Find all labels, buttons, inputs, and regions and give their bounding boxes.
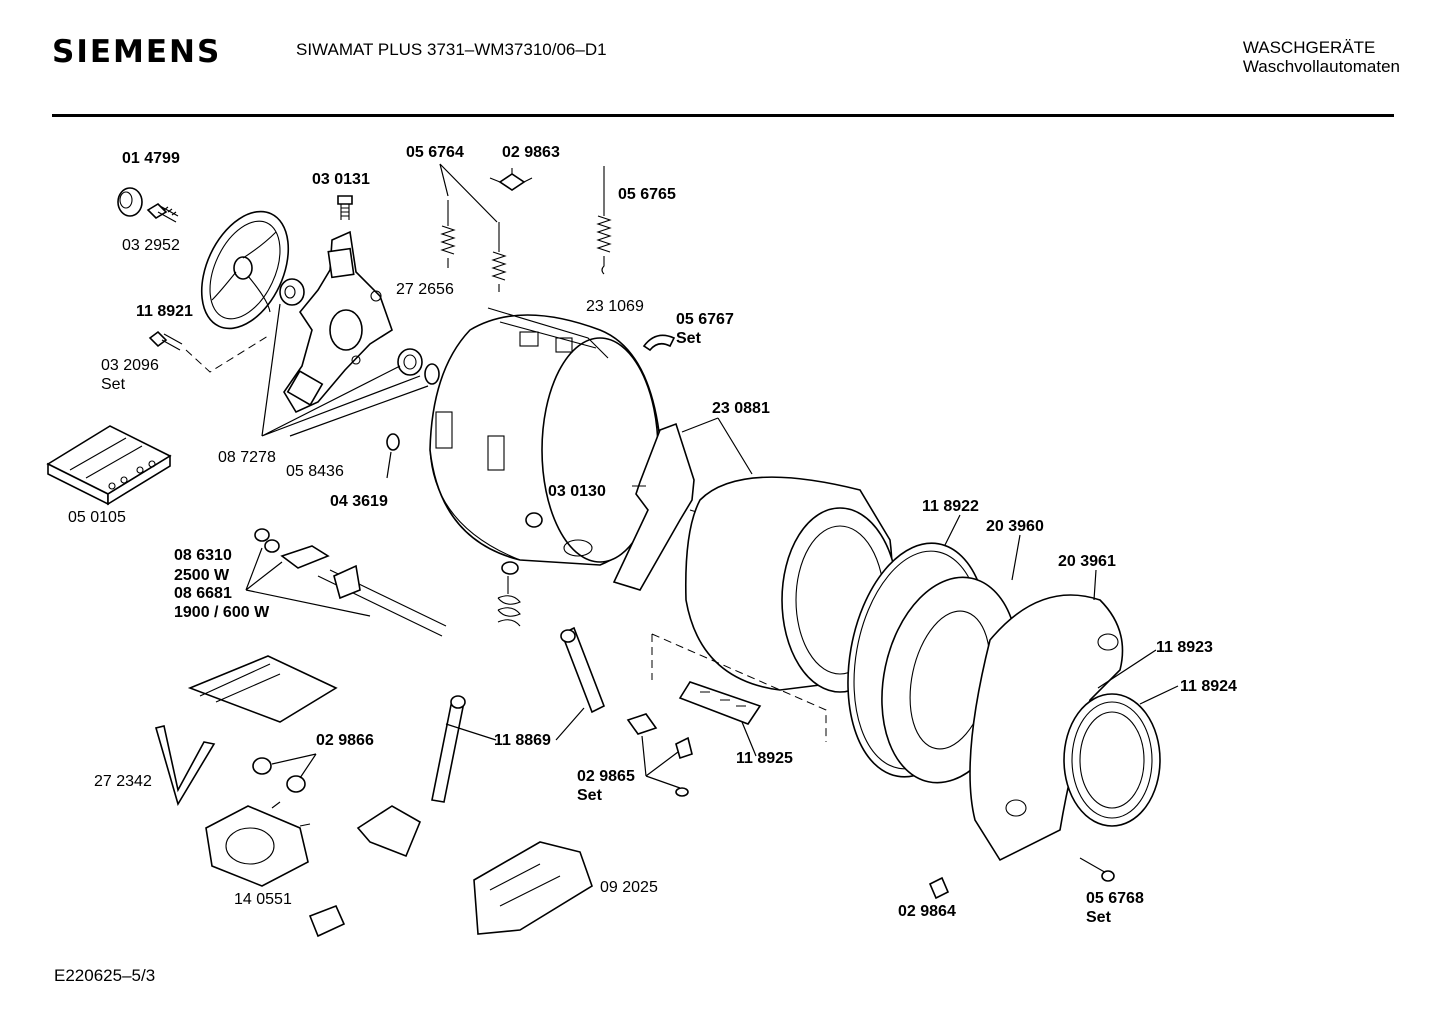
label-092025: 09 2025: [600, 879, 658, 896]
label-272342: 27 2342: [94, 773, 152, 790]
clip-029863: [489, 168, 533, 191]
label-118922: 11 8922: [922, 498, 979, 515]
leader-230881: [681, 417, 753, 475]
leader-029865: [641, 735, 681, 789]
label-029866: 02 9866: [316, 732, 374, 749]
label-203961: 20 3961: [1058, 553, 1116, 570]
assembly-line-pulley: [185, 335, 269, 373]
tub-rear: [429, 307, 661, 566]
ring-043619: [386, 433, 400, 451]
leader-lines-right: [944, 514, 1179, 705]
label-203960: 20 3960: [986, 518, 1044, 535]
category-line-1: WASCHGERÄTE: [1242, 38, 1376, 57]
label-056764: 05 6764: [406, 144, 464, 161]
bolt-030131: [337, 195, 353, 220]
bracket-motor: [356, 805, 422, 858]
category-block: WASCHGERÄTE Waschvollautomaten: [1243, 38, 1400, 76]
label-050105: 05 0105: [68, 509, 126, 526]
bolt-032952: [146, 202, 179, 223]
spring-056764-a: [440, 200, 456, 268]
shock-absorber-b: [431, 695, 466, 803]
motor: [205, 801, 311, 887]
door-seal-118924: [1063, 693, 1161, 827]
label-1900w: 1900 / 600 W: [174, 604, 270, 621]
assembly-box-118925: [651, 633, 827, 742]
spring-056765: [596, 166, 612, 275]
seal-058436: [424, 363, 440, 385]
leader-lines-left: [261, 303, 429, 479]
label-087278: 08 7278: [218, 449, 276, 466]
drive-belt: [155, 725, 216, 806]
spring-056764-b: [491, 222, 507, 292]
label-030131: 03 0131: [312, 171, 370, 188]
label-140551: 14 0551: [234, 891, 292, 908]
control-board: [46, 425, 172, 506]
bearing-cross: [283, 230, 393, 414]
valve-029865: [626, 713, 693, 797]
label-118869: 11 8869: [494, 732, 551, 749]
leader-118869: [445, 707, 585, 741]
mount-plate: [187, 655, 338, 723]
label-2500w: 2500 W: [174, 567, 230, 584]
label-230881: 23 0881: [712, 400, 770, 417]
bracket-140551: [308, 904, 346, 938]
label-056767-set: Set: [676, 330, 702, 347]
shock-absorber-a: [560, 626, 606, 714]
label-056768: 05 6768: [1086, 890, 1144, 907]
label-118923: 11 8923: [1156, 639, 1213, 656]
label-029865: 02 9865: [577, 768, 635, 785]
label-014799: 01 4799: [122, 150, 180, 167]
controller-092025: [473, 841, 593, 935]
bolt-032096: [148, 330, 183, 351]
brand-logo: SIEMENS: [52, 34, 222, 70]
leader-118925: [741, 721, 757, 757]
screw-056768: [1079, 857, 1115, 882]
label-231069: 23 1069: [586, 298, 644, 315]
dispenser-118925: [678, 681, 762, 725]
label-272656: 27 2656: [396, 281, 454, 298]
label-086681: 08 6681: [174, 585, 232, 602]
label-030130: 03 0130: [548, 483, 606, 500]
heater-parts: [254, 528, 447, 637]
label-118921: 11 8921: [136, 303, 193, 320]
label-032952: 03 2952: [122, 237, 180, 254]
model-title: SIWAMAT PLUS 3731–WM37310/06–D1: [296, 40, 607, 59]
ntc-spring: [497, 561, 521, 627]
seal-087278: [397, 348, 423, 376]
label-118925: 11 8925: [736, 750, 793, 767]
label-056765: 05 6765: [618, 186, 676, 203]
label-032096: 03 2096: [101, 357, 159, 374]
label-086310: 08 6310: [174, 547, 232, 564]
category-line-2: Waschvollautomaten: [1242, 57, 1400, 76]
clip-056767: [642, 334, 676, 352]
label-043619: 04 3619: [330, 493, 388, 510]
damper-029866: [252, 757, 306, 793]
label-029865-set: Set: [577, 787, 603, 804]
label-029864: 02 9864: [898, 903, 956, 920]
bearing-ring: [117, 187, 143, 217]
pulley-wheel: [200, 210, 290, 330]
clip-029864: [928, 876, 950, 900]
leader-056764: [439, 163, 498, 223]
label-056767: 05 6767: [676, 311, 734, 328]
leader-heater: [245, 547, 371, 617]
label-032096-set: Set: [101, 376, 126, 393]
leader-029866: [271, 753, 317, 779]
drum-cross: [612, 422, 711, 591]
footer-code: E220625–5/3: [54, 966, 156, 985]
header-rule: [52, 114, 1394, 117]
label-118924: 11 8924: [1180, 678, 1237, 695]
label-056768-set: Set: [1086, 909, 1112, 926]
label-058436: 05 8436: [286, 463, 344, 480]
hub-bushing: [279, 278, 305, 306]
label-029863: 02 9863: [502, 144, 560, 161]
